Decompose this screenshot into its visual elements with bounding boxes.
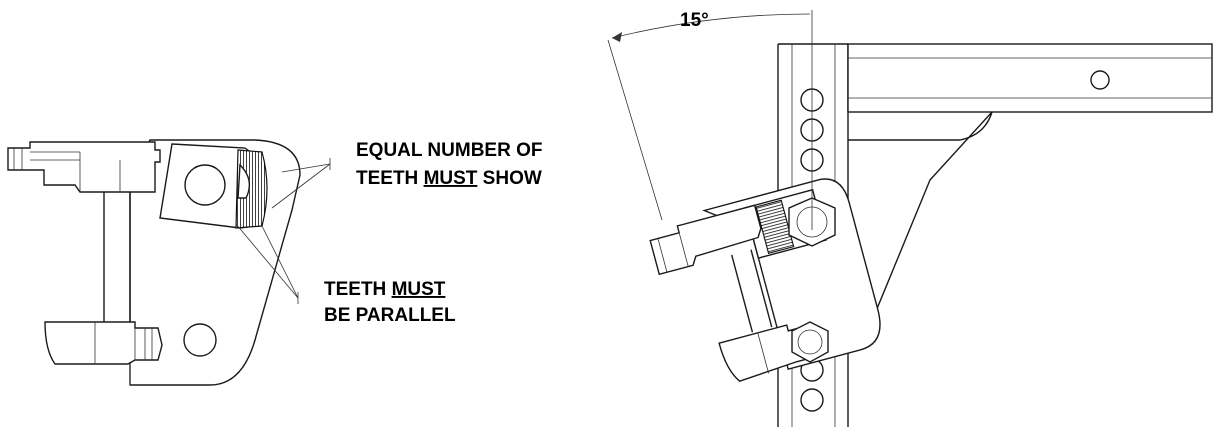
left-lower-hook — [44, 321, 163, 365]
right-figure-assembly: 15° — [607, 10, 1213, 427]
left-upper-hook — [7, 141, 161, 193]
left-mount-plate — [129, 139, 301, 386]
callout-equal-line1: EQUAL NUMBER OF — [356, 140, 542, 161]
callout-equal-line2: TEETH MUST SHOW — [356, 168, 542, 189]
left-ratchet-block — [159, 143, 268, 229]
right-teeth-row — [755, 199, 795, 255]
left-callout-leaders — [235, 158, 331, 304]
angle-dimension — [607, 10, 813, 230]
right-gusset — [848, 111, 993, 351]
callout-parallel-line2: BE PARALLEL — [324, 305, 456, 326]
right-tilted-plate — [649, 178, 881, 382]
callout-parallel-line1: TEETH MUST — [324, 279, 446, 300]
right-lower-hex-bolt — [791, 321, 829, 363]
left-figure-assembly: EQUAL NUMBER OF TEETH MUST SHOW TEETH MU… — [7, 139, 542, 386]
right-horizontal-bar — [847, 43, 1213, 113]
left-upper-bolt — [184, 164, 226, 206]
angle-label: 15° — [680, 10, 709, 31]
left-lower-bolt-hole — [183, 323, 217, 357]
